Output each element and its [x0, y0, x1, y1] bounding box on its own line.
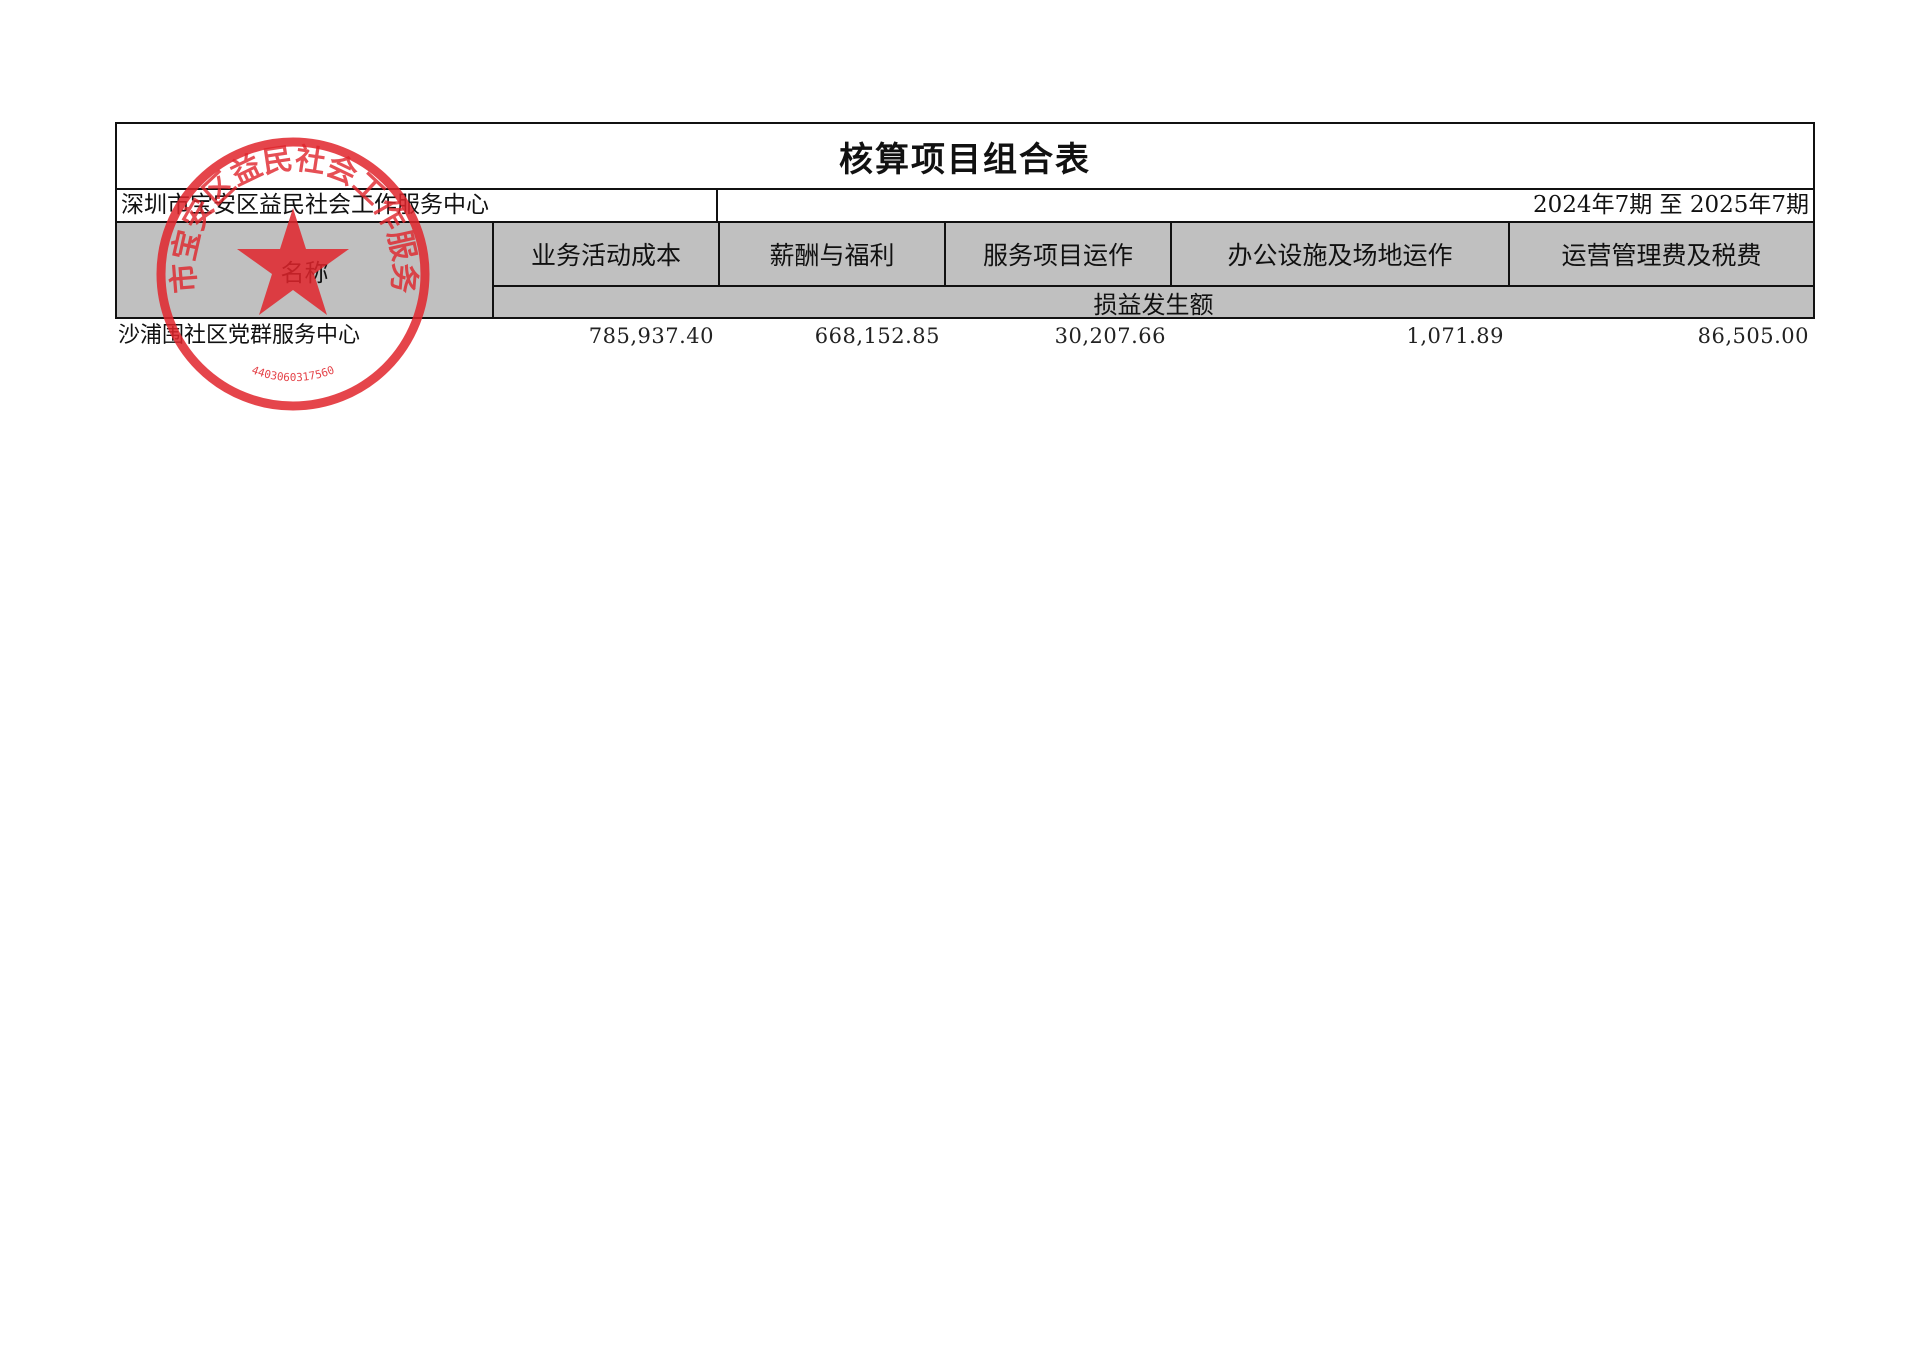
row-value-office-facility: 1,071.89 — [1406, 324, 1504, 348]
table-header: 名称 业务活动成本 薪酬与福利 服务项目运作 办公设施及场地运作 运营管理费及税… — [115, 223, 1815, 319]
row-value-management-tax: 86,505.00 — [1697, 324, 1809, 348]
header-profit-loss: 损益发生额 — [494, 285, 1813, 319]
accounting-report: 核算项目组合表 深圳市宝安区益民社会工作服务中心 2024年7期 至 2025年… — [115, 122, 1815, 353]
org-row: 深圳市宝安区益民社会工作服务中心 2024年7期 至 2025年7期 — [115, 190, 1815, 223]
report-period: 2024年7期 至 2025年7期 — [1533, 192, 1809, 218]
header-name: 名称 — [117, 223, 494, 317]
header-office-facility: 办公设施及场地运作 — [1172, 223, 1510, 285]
row-value-business-cost: 785,937.40 — [588, 324, 714, 348]
report-title-box: 核算项目组合表 — [115, 122, 1815, 190]
header-service-operation: 服务项目运作 — [946, 223, 1172, 285]
row-value-service-operation: 30,207.66 — [1054, 324, 1166, 348]
org-name: 深圳市宝安区益民社会工作服务中心 — [117, 190, 718, 221]
header-business-cost: 业务活动成本 — [494, 223, 720, 285]
header-management-tax: 运营管理费及税费 — [1561, 241, 1762, 270]
table-row: 沙浦围社区党群服务中心 785,937.40 668,152.85 30,207… — [115, 319, 1815, 353]
report-title: 核算项目组合表 — [839, 139, 1091, 180]
header-salary-benefits: 薪酬与福利 — [720, 223, 946, 285]
seal-number: 4403060317560 — [250, 363, 336, 384]
row-name: 沙浦围社区党群服务中心 — [118, 323, 361, 348]
row-value-salary-benefits: 668,152.85 — [814, 324, 940, 348]
